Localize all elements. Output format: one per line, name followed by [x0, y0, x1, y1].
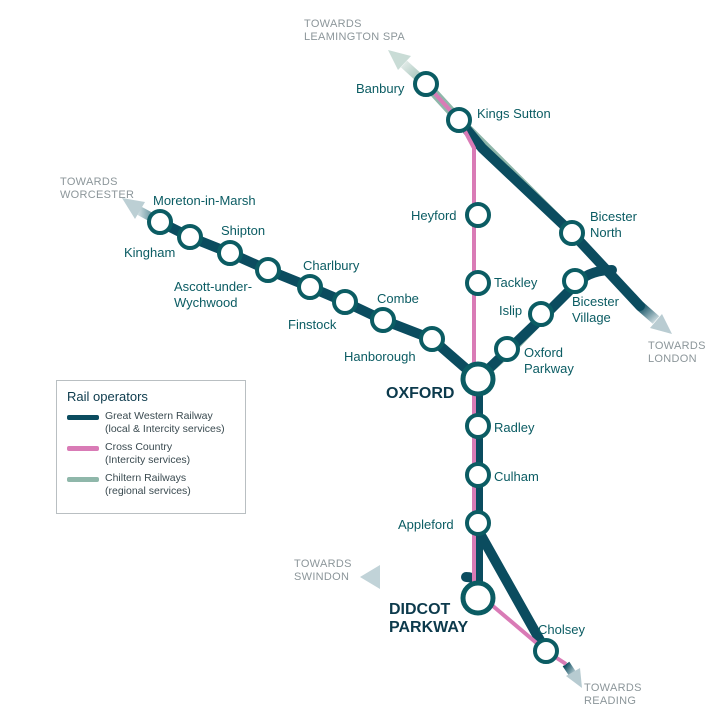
station-combe[interactable]: [370, 307, 396, 333]
station-banbury[interactable]: [413, 71, 439, 97]
arrow-swindon: [360, 565, 466, 589]
direction-swindon: TOWARDS SWINDON: [294, 558, 355, 583]
label-cholsey: Cholsey: [538, 622, 585, 637]
station-kingham[interactable]: [177, 224, 203, 250]
station-oxford-parkway[interactable]: [494, 336, 520, 362]
label-finstock: Finstock: [288, 317, 337, 332]
station-appleford[interactable]: [465, 510, 491, 536]
label-radley: Radley: [494, 420, 535, 435]
label-kings-sutton: Kings Sutton: [477, 106, 551, 121]
station-bicester-north[interactable]: [559, 220, 585, 246]
label-didcot: DIDCOT PARKWAY: [389, 601, 468, 636]
station-hanborough[interactable]: [419, 326, 445, 352]
legend-item-cross-country: Cross Country (Intercity services): [67, 441, 235, 467]
station-islip[interactable]: [528, 301, 554, 327]
station-oxford[interactable]: [460, 361, 496, 397]
label-oxford-parkway: Oxford Parkway: [524, 345, 574, 376]
station-heyford[interactable]: [465, 202, 491, 228]
legend-swatch-cross-country: [67, 446, 99, 451]
station-culham[interactable]: [465, 462, 491, 488]
legend-item-gwr: Great Western Railway (local & Intercity…: [67, 410, 235, 436]
label-ascott: Ascott-under- Wychwood: [174, 279, 256, 310]
arrow-london: [636, 302, 672, 334]
label-heyford: Heyford: [411, 208, 457, 223]
station-ascott[interactable]: [255, 257, 281, 283]
station-radley[interactable]: [465, 413, 491, 439]
station-moreton[interactable]: [147, 209, 173, 235]
legend-name: Chiltern Railways: [105, 472, 187, 484]
chiltern-line: [422, 80, 583, 383]
label-hanborough: Hanborough: [344, 349, 416, 364]
label-combe: Combe: [377, 291, 419, 306]
station-tackley[interactable]: [465, 270, 491, 296]
label-kingham: Kingham: [124, 245, 175, 260]
direction-reading: TOWARDS READING: [584, 682, 645, 707]
label-islip: Islip: [499, 303, 522, 318]
direction-leamington: TOWARDS LEAMINGTON SPA: [304, 18, 405, 43]
label-culham: Culham: [494, 469, 539, 484]
label-appleford: Appleford: [398, 517, 454, 532]
legend-swatch-chiltern: [67, 477, 99, 482]
station-cholsey[interactable]: [533, 638, 559, 664]
legend-subtext: (local & Intercity services): [105, 423, 225, 435]
station-finstock[interactable]: [332, 289, 358, 315]
direction-london: TOWARDS LONDON: [648, 340, 709, 365]
station-kings-sutton[interactable]: [446, 107, 472, 133]
label-banbury: Banbury: [356, 81, 405, 96]
label-bicester-north: Bicester North: [590, 209, 641, 240]
legend-name: Cross Country: [105, 441, 173, 453]
label-moreton: Moreton-in-Marsh: [153, 193, 256, 208]
label-oxford: OXFORD: [386, 385, 454, 402]
station-nodes: [147, 71, 588, 664]
direction-worcester: TOWARDS WORCESTER: [60, 176, 134, 201]
label-tackley: Tackley: [494, 275, 538, 290]
legend-name: Great Western Railway: [105, 410, 213, 422]
legend-subtext: (Intercity services): [105, 454, 191, 466]
station-charlbury[interactable]: [297, 274, 323, 300]
station-didcot[interactable]: [460, 580, 496, 616]
legend-swatch-gwr: [67, 415, 99, 420]
arrow-reading: [562, 661, 582, 688]
legend-subtext: (regional services): [105, 485, 191, 497]
label-charlbury: Charlbury: [303, 258, 360, 273]
label-bicester-village: Bicester Village: [572, 294, 623, 325]
legend-title: Rail operators: [67, 389, 148, 404]
legend-box: Rail operators Great Western Railway (lo…: [56, 380, 246, 514]
label-shipton: Shipton: [221, 223, 265, 238]
station-bicester-village[interactable]: [562, 268, 588, 294]
legend-item-chiltern: Chiltern Railways (regional services): [67, 472, 235, 498]
station-shipton[interactable]: [217, 240, 243, 266]
